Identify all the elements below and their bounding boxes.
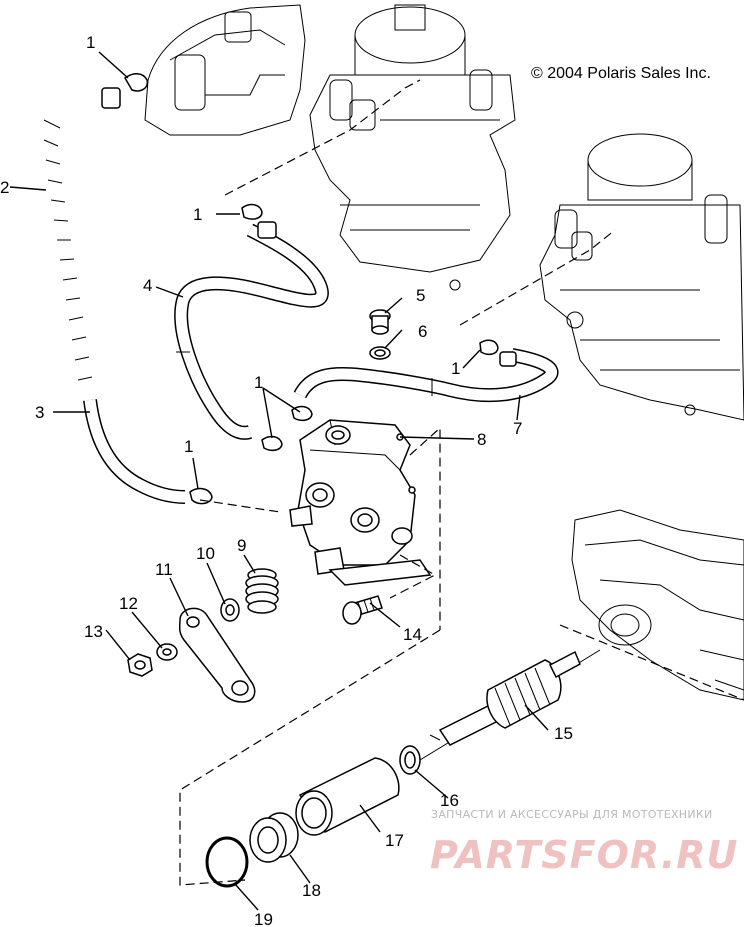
callout-6: 6 <box>418 322 427 341</box>
callout-1-top: 1 <box>86 33 95 52</box>
o-ring-19 <box>205 836 249 888</box>
washer-10 <box>220 598 240 622</box>
callout-1-carb-b: 1 <box>451 359 460 378</box>
watermark-logo: PARTSFOR.RU <box>430 833 738 877</box>
callout-15: 15 <box>554 724 573 743</box>
callout-12: 12 <box>119 594 138 613</box>
leader-lines <box>9 51 549 911</box>
callout-18: 18 <box>302 881 321 900</box>
spring-9 <box>245 568 279 614</box>
hose-4 <box>174 223 329 440</box>
watermark-tagline: ЗАПЧАСТИ И АКСЕССУАРЫ ДЛЯ МОТОТЕХНИКИ <box>431 808 713 821</box>
callout-13: 13 <box>84 622 103 641</box>
callout-2: 2 <box>0 178 9 197</box>
carburetor-lower-outline <box>539 133 744 421</box>
sleeve-17 <box>295 757 400 836</box>
alignment-lines <box>179 79 744 886</box>
nut-13 <box>127 653 153 677</box>
washer-16 <box>399 745 421 775</box>
callout-11: 11 <box>155 560 173 579</box>
callout-9: 9 <box>237 536 246 555</box>
banjo-bolt-5 <box>369 309 391 335</box>
hose-3 <box>83 399 186 504</box>
callout-5: 5 <box>416 286 425 305</box>
hose-7 <box>293 348 559 403</box>
callout-19: 19 <box>254 910 273 927</box>
crankcase-lower-outline <box>571 509 744 701</box>
oil-pump-body <box>289 419 432 586</box>
callout-1-carb-a: 1 <box>193 205 202 224</box>
bushing-18 <box>249 812 299 863</box>
drive-gear-15 <box>419 649 601 761</box>
callout-17: 17 <box>385 831 404 850</box>
copyright-notice: © 2004 Polaris Sales Inc. <box>531 65 711 82</box>
callout-3: 3 <box>35 403 44 422</box>
hose-2-corrugated <box>41 87 121 402</box>
callout-8: 8 <box>477 430 486 449</box>
callout-1-pump: 1 <box>254 373 263 392</box>
crankcase-top-outline <box>144 4 306 136</box>
callout-10: 10 <box>196 544 215 563</box>
bolt-14 <box>342 595 383 625</box>
carburetor-upper-outline <box>309 4 516 291</box>
callout-16: 16 <box>440 791 459 810</box>
callout-7: 7 <box>513 419 522 438</box>
callout-1-lower: 1 <box>184 437 193 456</box>
lever-11 <box>178 607 256 703</box>
callout-4: 4 <box>143 276 152 295</box>
callout-labels: 1 1 1 1 1 2 3 4 5 6 7 8 9 10 11 12 13 14… <box>0 33 573 927</box>
washer-6 <box>369 346 391 360</box>
callout-14: 14 <box>403 625 422 644</box>
